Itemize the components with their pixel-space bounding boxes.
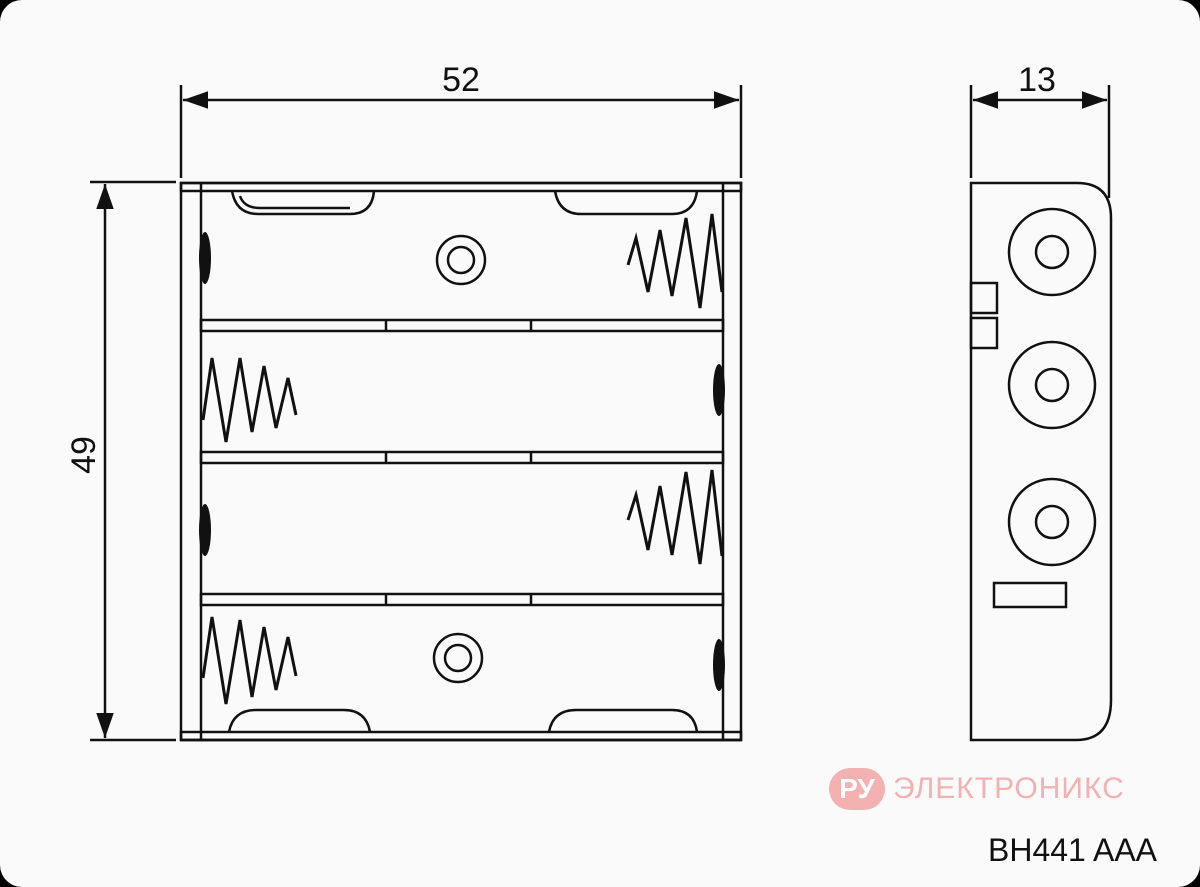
bottom-clips [227, 708, 699, 733]
height-label: 49 [65, 436, 103, 474]
button-contacts [199, 232, 725, 691]
side-tab [969, 281, 999, 350]
mounting-hole-bottom [432, 632, 484, 684]
width-label: 52 [442, 61, 480, 99]
width-dimension [179, 85, 743, 178]
divider-ribs [199, 318, 725, 607]
depth-dimension [969, 85, 1111, 198]
holder-outline [179, 181, 743, 742]
side-slot [992, 581, 1068, 609]
logo-badge: РУ [829, 768, 885, 810]
spring-2 [201, 357, 298, 443]
spring-4 [201, 616, 298, 705]
side-contact-1 [1007, 207, 1097, 297]
front-view [179, 181, 743, 742]
top-clips [230, 190, 699, 216]
mounting-hole-top [435, 234, 487, 286]
springs [201, 213, 724, 705]
height-dimension [90, 180, 176, 742]
side-contact-3 [1007, 477, 1097, 567]
logo-text: ЭЛЕКТРОНИКС [893, 772, 1125, 805]
model-label: BH441 AAA [988, 832, 1157, 868]
side-view [969, 181, 1113, 742]
spring-1 [626, 213, 724, 309]
side-outline [969, 181, 1113, 742]
side-contact-2 [1007, 340, 1097, 430]
depth-label: 13 [1018, 61, 1056, 99]
spring-3 [626, 469, 724, 565]
